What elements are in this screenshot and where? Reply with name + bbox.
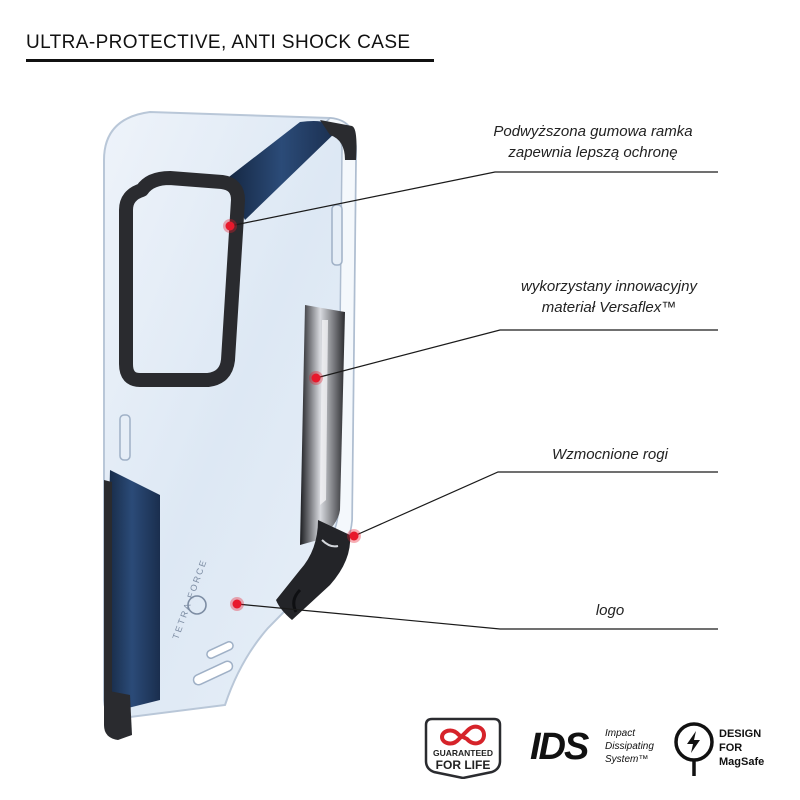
marker-logo (232, 599, 242, 609)
ids-line3: System™ (605, 754, 649, 765)
callout-reinforced-corners-line1: Wzmocnione rogi (552, 446, 668, 463)
leader-line-frame (229, 171, 718, 227)
callout-versaflex: wykorzystany innowacyjny materiał Versaf… (486, 276, 732, 318)
guarantee-line1: GUARANTEED (433, 748, 493, 758)
callout-logo: logo (560, 600, 660, 621)
callout-leaders (229, 171, 718, 630)
infinity-icon (439, 724, 487, 746)
ids-badge: IDS Impact Dissipating System™ (530, 724, 658, 776)
callout-logo-line1: logo (595, 602, 625, 619)
leader-line-corners (353, 471, 718, 537)
callout-versaflex-line1: wykorzystany innowacyjny (521, 278, 697, 295)
marker-versaflex (311, 373, 321, 383)
marker-corners (349, 531, 359, 541)
callout-reinforced-corners: Wzmocnione rogi (500, 444, 720, 465)
guarantee-line2: FOR LIFE (435, 758, 491, 772)
camera-frame (119, 171, 245, 387)
bottom-corner-bumper (104, 690, 132, 740)
case-volume-button (331, 204, 343, 266)
callout-raised-frame-line2: zapewnia lepszą ochronę (508, 144, 678, 161)
case-side-button (119, 414, 131, 461)
magsafe-line1: DESIGN (719, 728, 762, 740)
ids-line2: Dissipating (605, 741, 654, 752)
magsafe-badge: DESIGN FOR MagSafe (672, 720, 776, 780)
case-top-band (225, 121, 338, 220)
callout-raised-frame: Podwyższona gumowa ramka zapewnia lepszą… (470, 121, 716, 163)
callout-raised-frame-line1: Podwyższona gumowa ramka (493, 123, 693, 140)
marker-frame (225, 221, 235, 231)
title-underline (26, 59, 434, 62)
magsafe-line3: MagSafe (719, 756, 765, 768)
page-title: ULTRA-PROTECTIVE, ANTI SHOCK CASE (26, 32, 411, 53)
magsafe-line2: FOR (719, 742, 743, 754)
guaranteed-for-life-badge: GUARANTEED FOR LIFE (424, 717, 502, 779)
leader-line-versaflex (315, 329, 718, 379)
ids-logo-mark: IDS (530, 726, 589, 768)
callout-versaflex-line2: materiał Versaflex™ (541, 299, 677, 316)
leader-line-logo (236, 603, 718, 630)
magsafe-icon (674, 722, 714, 776)
case-left-band (104, 470, 160, 712)
tetra-force-logo-icon (187, 595, 207, 615)
top-corner-bumper (320, 120, 357, 160)
case-port-cutout (192, 660, 234, 686)
callout-markers (223, 219, 361, 611)
ids-line1: Impact (605, 728, 636, 739)
